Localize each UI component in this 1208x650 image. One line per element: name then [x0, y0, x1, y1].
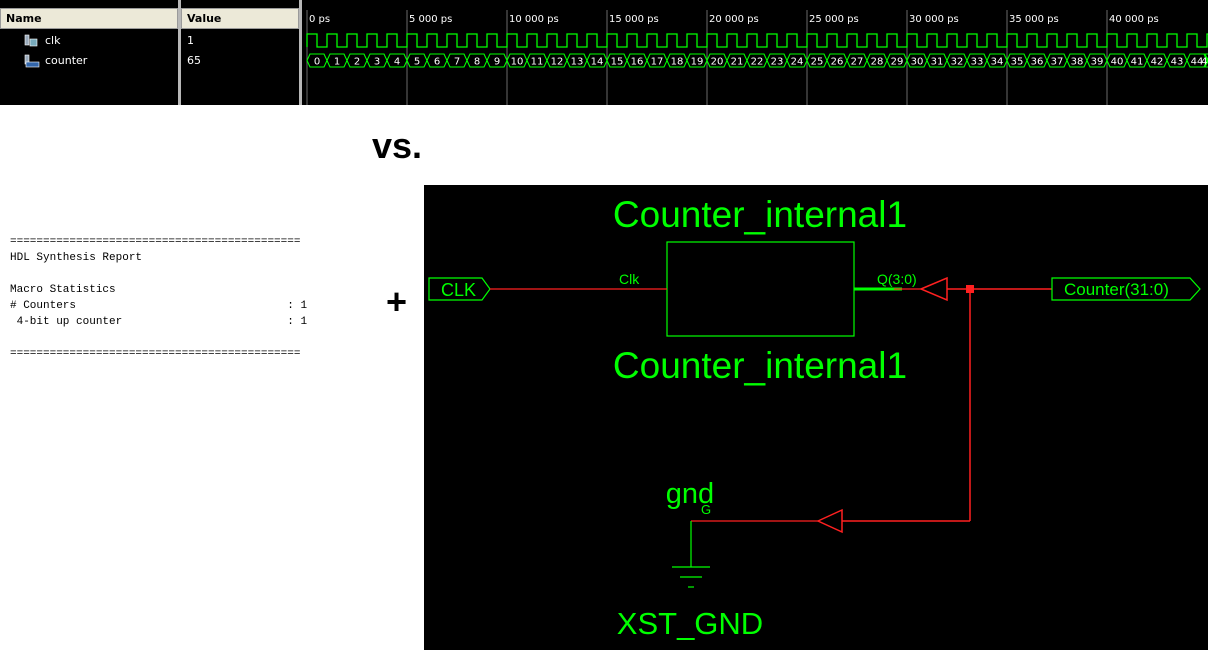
time-label: 10 000 ps [509, 14, 559, 25]
counter-value-label: 45 [1201, 57, 1208, 68]
counter-value-label: 30 [911, 57, 924, 68]
counter-value-label: 13 [571, 57, 584, 68]
signal-name-counter[interactable]: counter [45, 54, 88, 67]
counter-value-label: 35 [1011, 57, 1024, 68]
bit-signal-icon [24, 34, 38, 47]
clk-waveform [306, 33, 1208, 48]
report-line: 4-bit up counter : 1 [10, 316, 308, 328]
block-label-bottom: Counter_internal1 [613, 345, 907, 386]
counter-value-label: 21 [731, 57, 744, 68]
counter-value-label: 26 [831, 57, 844, 68]
gnd-label: gnd [666, 478, 714, 510]
counter-value-label: 1 [334, 57, 340, 68]
counter-value-label: 4 [394, 57, 400, 68]
counter-value-label: 38 [1071, 57, 1084, 68]
counter-value-label: 24 [791, 57, 804, 68]
waveform-canvas[interactable]: 0 ps 5 000 ps 10 000 ps 15 000 ps 20 000 ps 2… [303, 0, 1208, 105]
counter-value-label: 5 [414, 57, 420, 68]
counter-value-label: 8 [474, 57, 480, 68]
time-label: 5 000 ps [409, 14, 452, 25]
bus-signal-icon [24, 54, 40, 68]
counter-value-label: 41 [1131, 57, 1144, 68]
synthesis-report: ========================================… [10, 234, 307, 362]
counter-output-port[interactable] [1051, 277, 1201, 301]
counter-value-label: 9 [494, 57, 500, 68]
counter-value-label: 29 [891, 57, 904, 68]
time-label: 25 000 ps [809, 14, 859, 25]
counter-value-label: 39 [1091, 57, 1104, 68]
report-line: # Counters : 1 [10, 300, 308, 312]
counter-value-label: 11 [531, 57, 544, 68]
time-label: 35 000 ps [1009, 14, 1059, 25]
counter-value-label: 40 [1111, 57, 1124, 68]
block-label-top: Counter_internal1 [613, 194, 907, 235]
counter-value-label: 43 [1171, 57, 1184, 68]
time-label: 15 000 ps [609, 14, 659, 25]
counter-value-label: 27 [851, 57, 864, 68]
plus-label: + [386, 281, 408, 322]
counter-value-label: 2 [354, 57, 360, 68]
counter-value-label: 12 [551, 57, 564, 68]
column-splitter[interactable] [178, 0, 181, 105]
signal-name-clk[interactable]: clk [45, 34, 61, 47]
counter-value-label: 33 [971, 57, 984, 68]
schematic-background [424, 185, 1208, 650]
rtl-schematic: Counter_internal1 Counter_internal1 CLK … [424, 185, 1208, 650]
report-line: ========================================… [10, 236, 301, 248]
value-column: Value 1 65 [181, 0, 299, 105]
clk-input-port[interactable] [428, 277, 491, 301]
counter-value-label: 28 [871, 57, 884, 68]
counter-value-label: 34 [991, 57, 1004, 68]
counter-value-label: 31 [931, 57, 944, 68]
counter-value-label: 36 [1031, 57, 1044, 68]
counter-value-label: 6 [434, 57, 440, 68]
counter-value-label: 3 [374, 57, 380, 68]
counter-value-label: 14 [591, 57, 604, 68]
counter-value-label: 17 [651, 57, 664, 68]
counter-value-label: 44 [1191, 57, 1204, 68]
value-column-header[interactable]: Value [181, 8, 299, 29]
report-line: Macro Statistics [10, 284, 116, 296]
counter-value-label: 42 [1151, 57, 1164, 68]
vs-label: vs. [372, 125, 423, 166]
clk-pin-label: Clk [619, 271, 640, 287]
time-label: 0 ps [309, 14, 330, 25]
counter-value-label: 15 [611, 57, 624, 68]
name-column-header[interactable]: Name [0, 8, 178, 29]
signal-value-counter: 65 [187, 54, 201, 67]
gnd-pin-label: G [701, 502, 711, 517]
counter-value-label: 10 [511, 57, 524, 68]
counter-value-label: 7 [454, 57, 460, 68]
time-label: 40 000 ps [1109, 14, 1159, 25]
counter-value-label: 23 [771, 57, 784, 68]
counter-value-label: 19 [691, 57, 704, 68]
report-line: HDL Synthesis Report [10, 252, 143, 264]
xst-gnd-label: XST_GND [617, 606, 763, 641]
signal-value-clk: 1 [187, 34, 194, 47]
counter-value-label: 37 [1051, 57, 1064, 68]
counter-port-label: Counter(31:0) [1064, 280, 1169, 299]
clk-port-label: CLK [441, 280, 476, 300]
q-pin-label: Q(3:0) [877, 271, 917, 287]
counter-value-label: 22 [751, 57, 764, 68]
counter-value-label: 16 [631, 57, 644, 68]
counter-value-label: 20 [711, 57, 724, 68]
counter-value-label: 0 [314, 57, 320, 68]
time-label: 30 000 ps [909, 14, 959, 25]
report-line: ========================================… [10, 348, 301, 360]
counter-value-label: 18 [671, 57, 684, 68]
name-column: Name clk counter [0, 0, 178, 105]
gnd-buffer[interactable] [816, 508, 843, 534]
counter-value-label: 32 [951, 57, 964, 68]
time-label: 20 000 ps [709, 14, 759, 25]
ground-symbol-icon[interactable] [672, 521, 710, 588]
column-splitter[interactable] [299, 0, 302, 105]
counter-value-label: 25 [811, 57, 824, 68]
